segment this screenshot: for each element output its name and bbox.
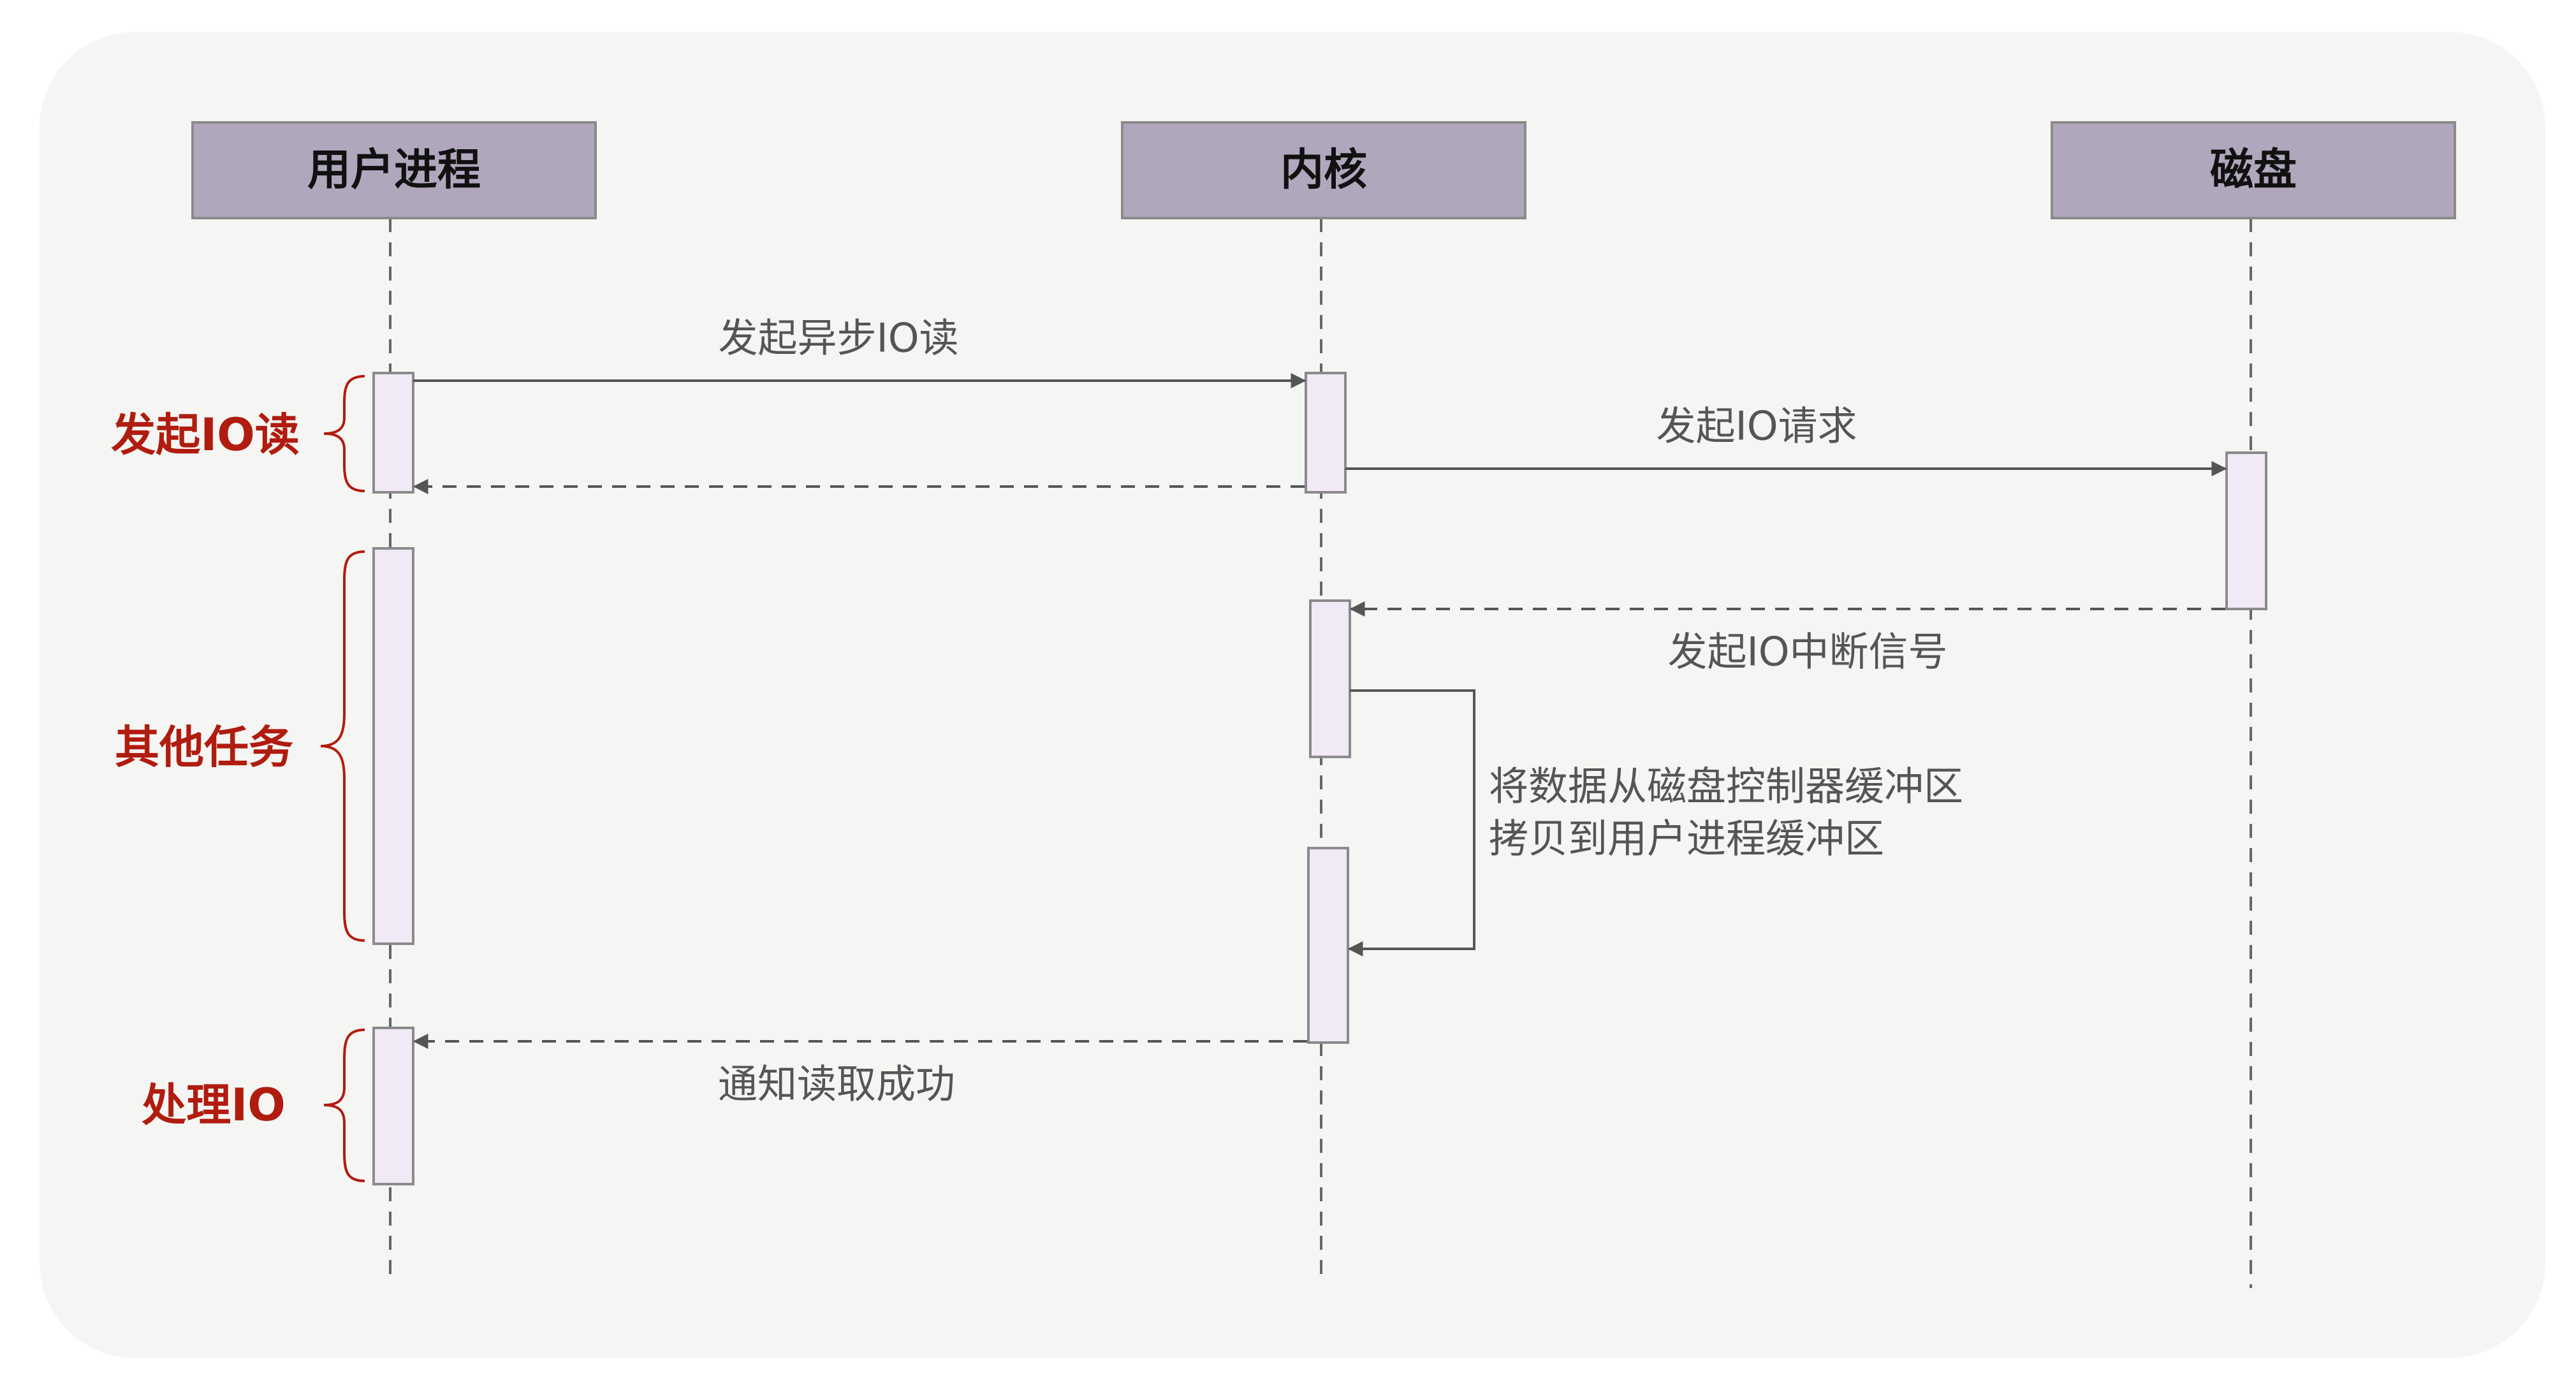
participant-kernel-label: 内核 (1280, 145, 1367, 196)
phase-label-initiate-read: 发起IO读 (111, 409, 300, 461)
disk-activation-1 (2225, 451, 2267, 610)
brace-handle-io (323, 1029, 365, 1182)
diagram-background (40, 32, 2545, 1358)
message-label-notify-success: 通知读取成功 (718, 1061, 955, 1108)
self-call-label-copy-line2: 拷贝到用户进程缓冲区 (1489, 816, 1884, 862)
user-activation-3 (372, 1027, 414, 1185)
self-call-label-copy-line1: 将数据从磁盘控制器缓冲区 (1489, 763, 1963, 810)
kernel-activation-3 (1307, 847, 1349, 1044)
self-call-arrow-copy-data (1347, 689, 1475, 956)
kernel-activation-2 (1309, 599, 1351, 758)
participant-kernel: 内核 (1121, 121, 1526, 219)
participant-user-label: 用户进程 (307, 145, 481, 196)
message-label-io-interrupt: 发起IO中断信号 (1667, 629, 1947, 675)
phase-label-other-tasks: 其他任务 (115, 721, 293, 773)
participant-user: 用户进程 (191, 121, 597, 219)
participant-disk: 磁盘 (2051, 121, 2456, 219)
message-label-io-request: 发起IO请求 (1656, 403, 1857, 450)
kernel-activation-1 (1305, 372, 1347, 494)
user-activation-2 (372, 547, 414, 945)
phase-label-handle-io: 处理IO (142, 1079, 286, 1131)
message-label-async-read: 发起异步IO读 (718, 315, 958, 362)
user-activation-1 (372, 372, 414, 494)
brace-other-tasks (320, 550, 365, 942)
brace-initiate-read (323, 375, 365, 492)
participant-disk-label: 磁盘 (2210, 145, 2297, 196)
